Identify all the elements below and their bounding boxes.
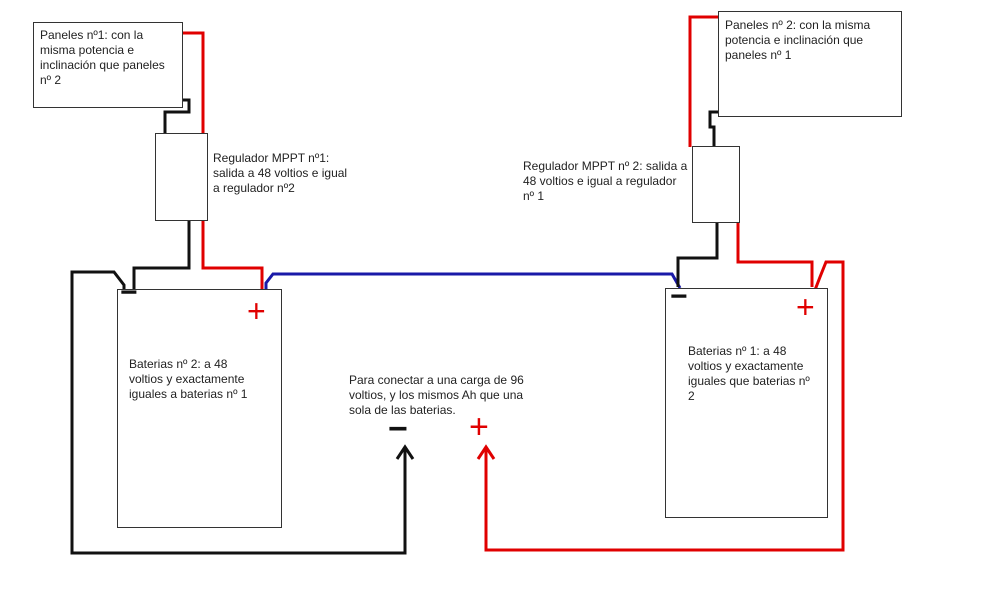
- load-negative-terminal: −: [388, 410, 408, 448]
- wire-reg1-negative: [132, 220, 191, 290]
- wire-panel1-positive: [176, 31, 205, 137]
- battery-1-negative-symbol: −: [670, 280, 688, 313]
- regulator-2-label: Regulador MPPT nº 2: salida a 48 voltios…: [523, 159, 688, 203]
- panels-1-label: Paneles nº1: con la misma potencia e inc…: [40, 28, 165, 87]
- load-label: Para conectar a una carga de 96 voltios,…: [349, 373, 524, 417]
- battery-2-label: Baterias nº 2: a 48 voltios y exactament…: [129, 357, 248, 401]
- wire-panel2-positive: [688, 15, 718, 147]
- battery-1-label: Baterias nº 1: a 48 voltios y exactament…: [688, 344, 810, 403]
- wire-reg2-negative: [676, 222, 719, 287]
- arrow-load-negative: [395, 444, 415, 460]
- wire-load-negative: [70, 270, 407, 555]
- regulator-2-box: [692, 146, 740, 223]
- battery-2-box: [117, 289, 282, 528]
- wire-panel2-negative: [708, 110, 718, 147]
- regulator-1-box: [155, 133, 208, 221]
- wire-reg1-positive: [201, 220, 264, 293]
- wire-reg2-positive: [736, 222, 814, 287]
- panels-1-box: Paneles nº1: con la misma potencia e inc…: [33, 22, 183, 108]
- regulator-1-label: Regulador MPPT nº1: salida a 48 voltios …: [213, 151, 348, 195]
- wire-series-link: [264, 272, 682, 294]
- battery-1-positive-symbol: +: [796, 289, 815, 325]
- panels-2-label: Paneles nº 2: con la misma potencia e in…: [725, 18, 871, 62]
- load-positive-terminal: +: [469, 408, 489, 446]
- battery-2-negative-symbol: −: [120, 276, 138, 309]
- panels-2-box: Paneles nº 2: con la misma potencia e in…: [718, 11, 902, 117]
- wire-load-positive: [484, 260, 845, 552]
- wire-panel1-negative: [163, 98, 191, 134]
- arrow-load-positive: [476, 444, 496, 460]
- battery-1-box: [665, 288, 828, 518]
- battery-2-positive-symbol: +: [247, 293, 266, 329]
